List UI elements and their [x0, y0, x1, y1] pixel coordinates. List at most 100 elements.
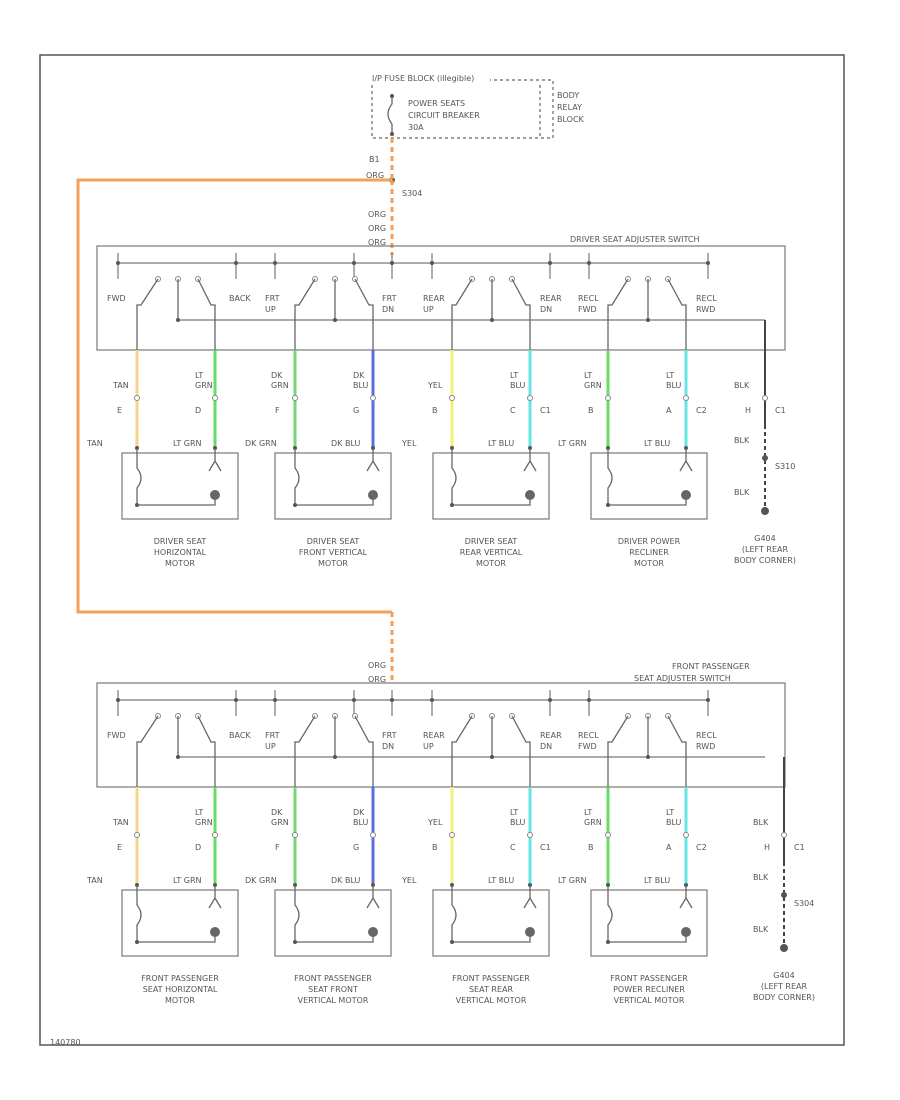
- switch-blade-left: [136, 278, 159, 353]
- wire-color-label-a: DK: [353, 371, 365, 380]
- switch-blade-left: [294, 715, 316, 790]
- switch-feed-wire-top: ORG: [368, 661, 386, 670]
- switch-blade-left: [451, 715, 473, 790]
- switch-label-8: RWD: [696, 742, 715, 751]
- motor-box: [274, 889, 392, 957]
- motor-symbol: [208, 448, 222, 472]
- wire-pin-letter: D: [195, 843, 201, 852]
- wire-color-label-a: LT: [195, 808, 203, 817]
- wire-lower-label: LT GRN: [558, 876, 587, 885]
- bus-tap-dot: [116, 698, 120, 702]
- switch-label-1: FWD: [107, 294, 126, 303]
- ground-label-line-3: BODY CORNER): [753, 993, 815, 1002]
- motor-box: [432, 889, 550, 957]
- wire-connector-pin: [212, 832, 218, 838]
- bus-tap-dot: [390, 261, 394, 265]
- wire-pin-letter: F: [275, 406, 280, 415]
- wire-lower-label: DK BLU: [331, 876, 360, 885]
- common-dot: [333, 318, 337, 322]
- ground-label-line-2: (LEFT REAR: [761, 982, 808, 991]
- motor-label-line-1: FRONT PASSENGER: [452, 974, 530, 983]
- switch-feed-wire-top: ORG: [368, 224, 386, 233]
- motor-label-line-2: REAR VERTICAL: [460, 548, 523, 557]
- bus-tap-dot: [116, 261, 120, 265]
- switch-label-7: RECL: [578, 731, 599, 740]
- switch-feed-wire-bottom: ORG: [368, 238, 386, 247]
- wire-pin-letter: F: [275, 843, 280, 852]
- contact-point: [509, 276, 515, 282]
- motor-label-line-1: DRIVER SEAT: [154, 537, 207, 546]
- switch-blade-right: [667, 715, 687, 790]
- wire-pin-letter: G: [353, 406, 359, 415]
- common-dot: [646, 755, 650, 759]
- switch-label-3: UP: [265, 305, 276, 314]
- switch-housing: [96, 245, 786, 351]
- bus-tap-dot: [587, 698, 591, 702]
- motor-symbol: [366, 885, 380, 909]
- wire-connector-pin: [683, 832, 689, 838]
- switch-contacts-4: [607, 713, 687, 790]
- wire-connector-pin: [449, 395, 455, 401]
- fuse-block-outline: [371, 79, 554, 139]
- wire-color-label-b: GRN: [271, 818, 289, 827]
- motor-box: [121, 889, 239, 957]
- wire-lower-label: LT BLU: [644, 439, 670, 448]
- switch-label-1: FWD: [107, 731, 126, 740]
- wire-color-label-a: LT: [510, 371, 518, 380]
- motor-box: [590, 889, 708, 957]
- motor-symbol: [679, 448, 693, 472]
- bus-tap-dot: [430, 261, 434, 265]
- motor-label-line-1: FRONT PASSENGER: [294, 974, 372, 983]
- contact-point: [509, 713, 515, 719]
- wire-lower-label: LT BLU: [488, 439, 514, 448]
- ground-connector: C1: [794, 843, 805, 852]
- wire-pin-letter: C: [510, 843, 516, 852]
- wire-connector-pin: [683, 395, 689, 401]
- motor-symbol: [679, 885, 693, 909]
- motor-terminal-dot: [606, 503, 610, 507]
- wire-color-label-a: LT: [666, 808, 674, 817]
- switch-feed-wire-bottom: ORG: [368, 675, 386, 684]
- wire-pin-letter: G: [353, 843, 359, 852]
- motor-rotor: [210, 927, 220, 937]
- ground-label-line-1: G404: [754, 534, 775, 543]
- footer-code: 140780: [50, 1038, 81, 1047]
- switch-label-5: REAR: [423, 731, 445, 740]
- motor-label-line-2: HORIZONTAL: [154, 548, 207, 557]
- relay-block-line-1: BODY: [557, 91, 579, 100]
- motor-symbol: [208, 885, 222, 909]
- motor-label-line-3: MOTOR: [634, 559, 664, 568]
- switch-blade-right: [197, 278, 216, 353]
- switch-contacts-2: [294, 276, 374, 353]
- motor-label-line-3: VERTICAL MOTOR: [456, 996, 527, 1005]
- motor-label-line-3: MOTOR: [476, 559, 506, 568]
- ground-splice-dot: [781, 892, 787, 898]
- motor-winding: [607, 885, 687, 943]
- wire-lower-label: YEL: [401, 876, 417, 885]
- ground-wire-mid: BLK: [734, 436, 750, 445]
- breaker-line-3: 30A: [408, 123, 424, 132]
- ground-connector-pin: [762, 395, 768, 401]
- common-dot: [490, 318, 494, 322]
- wire-pin-letter: D: [195, 406, 201, 415]
- circuit-breaker-symbol: [387, 96, 393, 134]
- ground-terminal-dot: [780, 944, 788, 952]
- motor-label-line-2: SEAT HORIZONTAL: [143, 985, 218, 994]
- common-dot: [490, 755, 494, 759]
- wire-color-label-a: LT: [510, 808, 518, 817]
- motor-label-line-2: SEAT REAR: [469, 985, 514, 994]
- wire-connector-pin: [605, 832, 611, 838]
